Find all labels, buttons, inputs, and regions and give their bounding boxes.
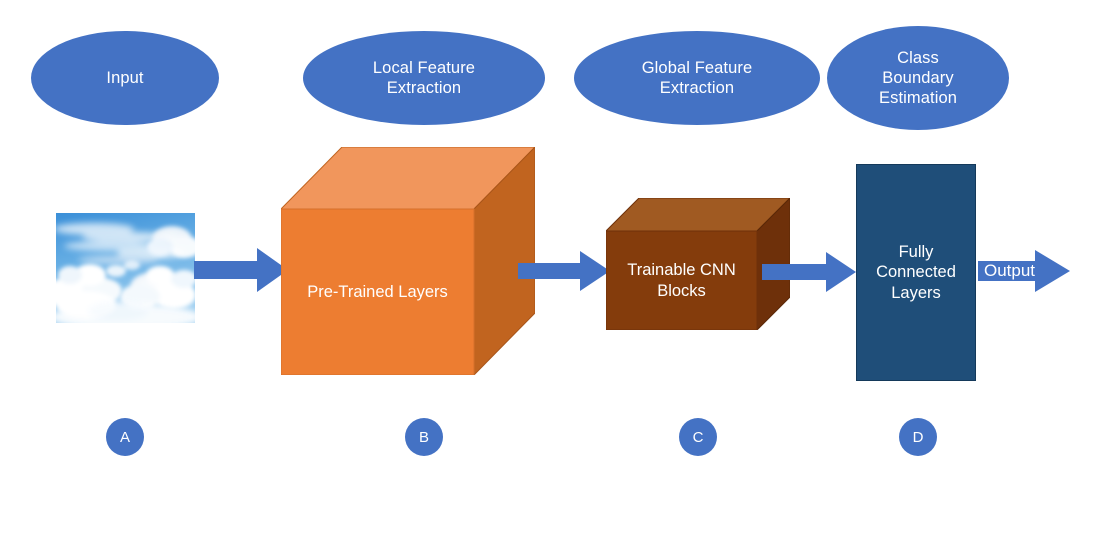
- arrow-shape: [518, 251, 610, 291]
- stage-label-input[interactable]: Input: [31, 31, 219, 125]
- stage-label-local-feature-extraction[interactable]: Local Feature Extraction: [303, 31, 545, 125]
- arrow-output-label: Output: [984, 261, 1036, 280]
- arrow-output: Output: [978, 250, 1070, 292]
- block-trainable-cnn-blocks[interactable]: Trainable CNN Blocks: [606, 198, 790, 330]
- arrow-shape: [194, 248, 288, 292]
- stage-label-local-feature-extraction-text: Local Feature Extraction: [372, 58, 476, 97]
- stage-label-global-feature-extraction-text: Global Feature Extraction: [641, 58, 753, 97]
- stage-label-global-feature-extraction[interactable]: Global Feature Extraction: [574, 31, 820, 125]
- marker-a-label: A: [119, 428, 130, 446]
- marker-d[interactable]: D: [899, 418, 937, 456]
- cube-front-face: [281, 208, 475, 375]
- block-fully-connected-layers[interactable]: Fully Connected Layers: [856, 164, 976, 381]
- marker-b[interactable]: B: [405, 418, 443, 456]
- marker-a[interactable]: A: [106, 418, 144, 456]
- block-pre-trained-layers[interactable]: Pre-Trained Layers: [281, 147, 535, 375]
- cube-front-face: [606, 230, 758, 330]
- stage-label-input-text: Input: [106, 68, 144, 87]
- marker-d-label: D: [912, 428, 924, 446]
- arrow-shape: [762, 252, 856, 292]
- marker-c-label: C: [692, 428, 704, 446]
- marker-b-label: B: [418, 428, 429, 446]
- input-image-thumbnail[interactable]: [56, 213, 195, 323]
- block-trainable-cnn-blocks-label: Trainable CNN Blocks: [627, 260, 736, 300]
- arrow-pretrained-to-cnn: [518, 250, 610, 292]
- marker-c[interactable]: C: [679, 418, 717, 456]
- stage-label-class-boundary-estimation-text: Class Boundary Estimation: [878, 48, 958, 108]
- block-pre-trained-layers-label: Pre-Trained Layers: [307, 282, 448, 301]
- arrow-cnn-to-fc: [762, 252, 856, 292]
- sky-clouds-image: [56, 213, 195, 323]
- arrow-input-to-pretrained: [194, 246, 288, 294]
- arrow-shape: [978, 250, 1070, 292]
- block-fully-connected-layers-label: Fully Connected Layers: [876, 242, 956, 302]
- stage-label-class-boundary-estimation[interactable]: Class Boundary Estimation: [827, 26, 1009, 130]
